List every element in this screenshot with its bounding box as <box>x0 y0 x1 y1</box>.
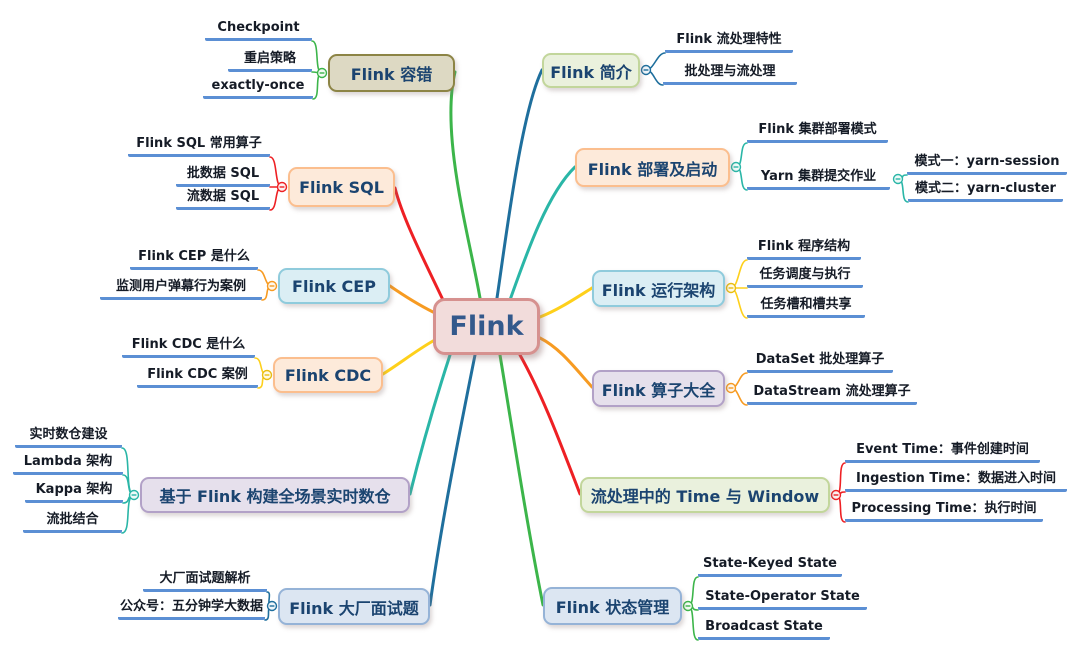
branch-curve-state <box>498 353 545 607</box>
collapse-toggle-flink-sql[interactable] <box>276 181 288 193</box>
topic-runtime-architecture[interactable]: Flink 运行架构 <box>592 270 725 307</box>
subtopic-lambda-arch[interactable]: Lambda 架构 <box>13 454 123 475</box>
collapse-toggle-state[interactable] <box>682 600 694 612</box>
subtopic-what-is-cep[interactable]: Flink CEP 是什么 <box>130 249 258 270</box>
subtopic-sql-operators[interactable]: Flink SQL 常用算子 <box>128 136 270 157</box>
branch-curve-flink-sql <box>393 186 445 302</box>
branch-curve-flink-cep <box>388 284 435 314</box>
subtopic-broadcast-state[interactable]: Broadcast State <box>698 619 830 640</box>
root-topic[interactable]: Flink <box>433 298 540 355</box>
subtopic-checkpoint[interactable]: Checkpoint <box>205 20 312 41</box>
subtopic-interview-analysis[interactable]: 大厂面试题解析 <box>143 571 267 592</box>
subtopic-realtime-warehouse-build[interactable]: 实时数仓建设 <box>15 427 122 448</box>
subtopic-dataset-operators[interactable]: DataSet 批处理算子 <box>747 352 893 373</box>
topic-time-window[interactable]: 流处理中的 Time 与 Window <box>580 477 830 513</box>
subtopic-keyed-state[interactable]: State-Keyed State <box>698 556 842 577</box>
subtopic-task-slots[interactable]: 任务槽和槽共享 <box>747 297 865 318</box>
collapse-toggle-flink-cdc[interactable] <box>261 369 273 381</box>
subtopic-yarn-session[interactable]: 模式一：yarn-session <box>907 154 1067 175</box>
subtopic-kappa-arch[interactable]: Kappa 架构 <box>25 482 123 503</box>
subtopic-ingestion-time[interactable]: Ingestion Time：数据进入时间 <box>845 471 1067 492</box>
collapse-toggle-runtime[interactable] <box>725 282 737 294</box>
branch-curve-deploy <box>508 165 577 302</box>
subtopic-restart-strategy[interactable]: 重启策略 <box>228 51 312 72</box>
subtopic-stream-features[interactable]: Flink 流处理特性 <box>665 32 793 53</box>
collapse-toggle-operators[interactable] <box>725 382 737 394</box>
collapse-toggle-flink-intro[interactable] <box>640 64 652 76</box>
branch-curve-fault-tolerance <box>449 70 482 300</box>
branch-curve-operators <box>538 336 594 389</box>
collapse-toggle-interview[interactable] <box>266 600 278 612</box>
branch-curve-interview <box>428 353 477 607</box>
collapse-toggle-realtime-warehouse[interactable] <box>128 489 140 501</box>
branch-curve-time-window <box>518 353 582 496</box>
subtopic-what-is-cdc[interactable]: Flink CDC 是什么 <box>122 337 255 358</box>
subtopic-stream-batch[interactable]: 流批结合 <box>23 512 122 533</box>
topic-realtime-warehouse[interactable]: 基于 Flink 构建全场景实时数仓 <box>140 477 410 513</box>
subtopic-processing-time[interactable]: Processing Time：执行时间 <box>845 501 1043 522</box>
subtopic-stream-sql[interactable]: 流数据 SQL <box>176 189 270 210</box>
subtopic-danmu-case[interactable]: 监测用户弹幕行为案例 <box>100 279 262 300</box>
collapse-toggle-flink-cep[interactable] <box>266 280 278 292</box>
subtopic-yarn-cluster[interactable]: 模式二：yarn-cluster <box>908 181 1063 202</box>
branch-curve-runtime <box>538 286 594 319</box>
collapse-toggle-time-window[interactable] <box>830 489 842 501</box>
subtopic-program-structure[interactable]: Flink 程序结构 <box>747 239 861 260</box>
branch-curve-realtime-warehouse <box>408 353 452 496</box>
collapse-toggle-deploy[interactable] <box>730 161 742 173</box>
subtopic-event-time[interactable]: Event Time：事件创建时间 <box>845 442 1040 463</box>
branch-curve-flink-intro <box>495 68 544 300</box>
collapse-toggle-fault-tolerance[interactable] <box>316 67 328 79</box>
branch-curve-flink-cdc <box>381 339 435 376</box>
topic-fault-tolerance[interactable]: Flink 容错 <box>328 54 455 92</box>
topic-operators[interactable]: Flink 算子大全 <box>592 370 725 407</box>
topic-state-management[interactable]: Flink 状态管理 <box>543 587 682 625</box>
subtopic-wechat-account[interactable]: 公众号：五分钟学大数据 <box>118 599 265 620</box>
topic-deploy-startup[interactable]: Flink 部署及启动 <box>575 148 730 187</box>
topic-flink-cdc[interactable]: Flink CDC <box>273 357 383 393</box>
subtopic-operator-state[interactable]: State-Operator State <box>698 589 867 610</box>
subtopic-datastream-operators[interactable]: DataStream 流处理算子 <box>747 384 917 405</box>
subtopic-yarn-submit[interactable]: Yarn 集群提交作业 <box>747 169 890 190</box>
subtopic-task-scheduling[interactable]: 任务调度与执行 <box>747 267 863 288</box>
subtopic-exactly-once[interactable]: exactly-once <box>203 78 313 99</box>
subtopic-batch-sql[interactable]: 批数据 SQL <box>176 166 270 187</box>
subtopic-cdc-case[interactable]: Flink CDC 案例 <box>137 367 258 388</box>
subtopic-batch-vs-stream[interactable]: 批处理与流处理 <box>663 64 797 85</box>
collapse-toggle-yarn-submit[interactable] <box>892 173 904 185</box>
topic-flink-sql[interactable]: Flink SQL <box>288 167 395 207</box>
topic-flink-intro[interactable]: Flink 简介 <box>542 53 640 88</box>
topic-interview-questions[interactable]: Flink 大厂面试题 <box>278 588 430 625</box>
topic-flink-cep[interactable]: Flink CEP <box>278 268 390 304</box>
subtopic-cluster-deploy-modes[interactable]: Flink 集群部署模式 <box>747 122 888 143</box>
